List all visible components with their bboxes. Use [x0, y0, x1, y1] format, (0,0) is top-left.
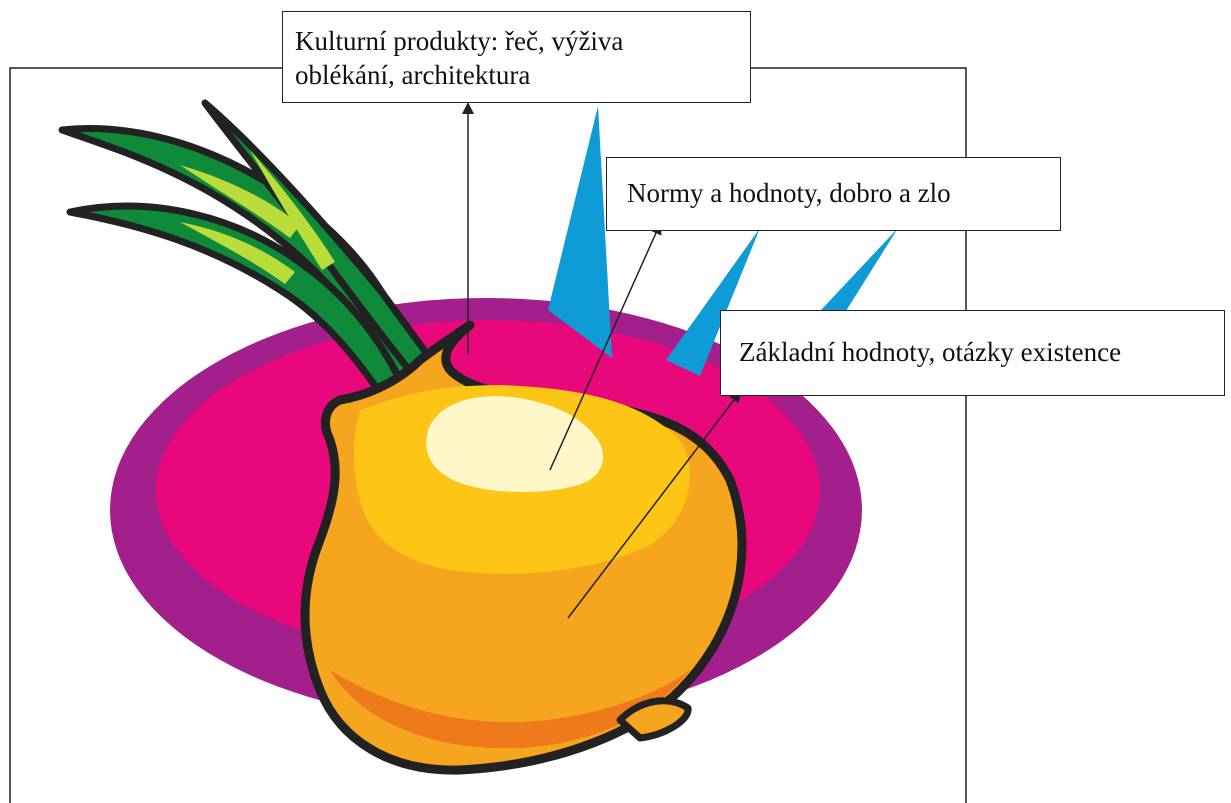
callout-norms-values-text: Normy a hodnoty, dobro a zlo — [627, 176, 1048, 210]
callout-norms-values: Normy a hodnoty, dobro a zlo — [606, 157, 1061, 231]
callout-cultural-products-line1: Kulturní produkty: řeč, výživa — [295, 24, 738, 58]
callout-cultural-products-line2: oblékání, architektura — [295, 58, 738, 92]
callout-basic-values: Základní hodnoty, otázky existence — [720, 310, 1225, 396]
callout-basic-values-text: Základní hodnoty, otázky existence — [739, 335, 1212, 369]
callout-cultural-products: Kulturní produkty: řeč, výživa oblékání,… — [282, 11, 751, 103]
